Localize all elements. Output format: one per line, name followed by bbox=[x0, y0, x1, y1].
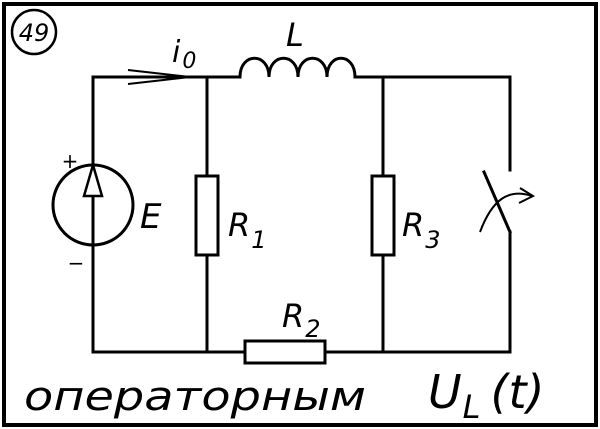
target-quantity: UL(t) bbox=[428, 365, 544, 426]
resistor-r3 bbox=[370, 174, 396, 257]
inductor-coil bbox=[238, 56, 357, 79]
resistor-r2 bbox=[243, 339, 327, 365]
switch-motion-arc bbox=[479, 192, 533, 233]
wire-bottom-right bbox=[323, 230, 512, 354]
resistor-r1 bbox=[194, 174, 220, 257]
resistor-r3-label: R3 bbox=[402, 206, 441, 254]
inductor-label: L bbox=[286, 16, 304, 54]
wires bbox=[91, 75, 512, 354]
wire-top-right bbox=[353, 75, 512, 172]
source-minus-sign: − bbox=[68, 251, 85, 275]
wire-top-left bbox=[91, 75, 242, 164]
method-caption: операторным bbox=[24, 374, 366, 420]
source-label: E bbox=[140, 197, 162, 237]
current-arrow bbox=[127, 69, 191, 85]
switch bbox=[479, 170, 536, 234]
voltage-source bbox=[51, 160, 135, 247]
task-number: 49 bbox=[19, 19, 50, 47]
task-number-circle bbox=[10, 8, 58, 56]
source-plus-sign: + bbox=[62, 149, 79, 173]
wire-bottom-left bbox=[91, 246, 247, 354]
resistor-r2-label: R2 bbox=[282, 297, 321, 343]
switch-motion-arrowhead bbox=[518, 187, 536, 204]
resistor-r1-label: R1 bbox=[228, 206, 267, 254]
current-label: i0 bbox=[172, 35, 196, 74]
source-arrow-head bbox=[82, 160, 104, 198]
